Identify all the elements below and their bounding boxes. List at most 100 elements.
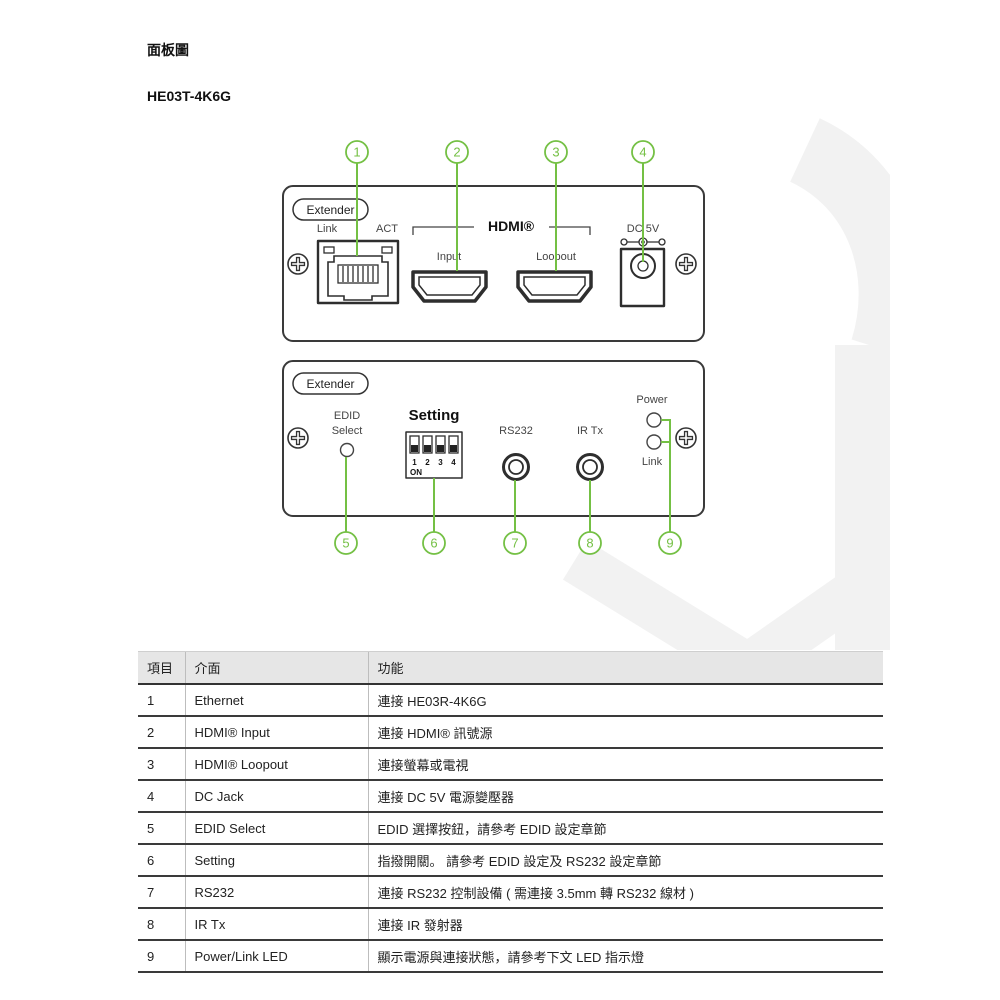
irtx-jack-icon <box>576 453 604 481</box>
callout-number: 4 <box>639 145 646 160</box>
rs232-label: RS232 <box>499 425 533 437</box>
callout-8: 8 <box>578 531 602 555</box>
dip-number: 3 <box>438 458 443 467</box>
callout-1: 1 <box>345 140 369 164</box>
callout-number: 3 <box>552 145 559 160</box>
callout-number: 1 <box>353 145 360 160</box>
cell-interface: Setting <box>184 844 368 877</box>
callout-4: 4 <box>631 140 655 164</box>
cell-function: 連接 HDMI® 訊號源 <box>367 716 883 749</box>
table-row: 8 IR Tx 連接 IR 發射器 <box>138 908 883 941</box>
extender-badge: Extender <box>292 372 369 395</box>
cell-function: 連接螢幕或電視 <box>367 748 883 781</box>
cell-interface: HDMI® Input <box>184 716 368 749</box>
cell-interface: EDID Select <box>184 812 368 845</box>
cell-interface: Ethernet <box>184 684 368 717</box>
screw-icon <box>287 253 309 275</box>
cell-interface: RS232 <box>184 876 368 909</box>
cell-no: 7 <box>138 876 185 909</box>
header-item: 項目 <box>138 651 185 685</box>
cell-no: 2 <box>138 716 185 749</box>
callout-number: 6 <box>430 536 437 551</box>
callout-number: 5 <box>342 536 349 551</box>
cell-no: 5 <box>138 812 185 845</box>
irtx-label: IR Tx <box>577 425 604 437</box>
table-row: 2 HDMI® Input 連接 HDMI® 訊號源 <box>138 716 883 749</box>
rs232-jack-icon <box>502 453 530 481</box>
table-row: 1 Ethernet 連接 HE03R-4K6G <box>138 684 883 717</box>
link-led-label: Link <box>642 456 663 468</box>
rear-panel: Extender EDID Select Setting <box>282 360 705 517</box>
edid-button-icon <box>339 442 355 458</box>
cell-function: EDID 選擇按鈕，請參考 EDID 設定章節 <box>367 812 883 845</box>
link-led-icon <box>646 434 662 450</box>
power-led-icon <box>646 412 662 428</box>
extender-badge-label: Extender <box>306 203 354 217</box>
cell-no: 9 <box>138 940 185 973</box>
dip-on-label: ON <box>410 468 422 477</box>
edid-label-line2: Select <box>332 425 363 437</box>
cell-no: 8 <box>138 908 185 941</box>
screw-icon <box>675 253 697 275</box>
hdmi-bracket: HDMI® <box>412 218 591 235</box>
watermark-logo <box>562 118 890 650</box>
dip-number: 2 <box>425 458 430 467</box>
callout-number: 9 <box>666 536 673 551</box>
callout-6: 6 <box>422 531 446 555</box>
callout-number: 7 <box>511 536 518 551</box>
callout-lines <box>345 163 671 532</box>
cell-function: 連接 DC 5V 電源變壓器 <box>367 780 883 813</box>
hdmi-input-port-icon <box>411 270 488 303</box>
setting-label: Setting <box>409 407 460 424</box>
dip-number: 1 <box>412 458 417 467</box>
table-row: 7 RS232 連接 RS232 控制設備 ( 需連接 3.5mm 轉 RS23… <box>138 876 883 909</box>
cell-interface: Power/Link LED <box>184 940 368 973</box>
extender-badge: Extender <box>292 198 369 221</box>
cell-interface: DC Jack <box>184 780 368 813</box>
power-led-label: Power <box>636 394 668 406</box>
table-header-row: 項目 介面 功能 <box>138 651 883 685</box>
screw-icon <box>675 427 697 449</box>
callout-number: 8 <box>586 536 593 551</box>
table-row: 4 DC Jack 連接 DC 5V 電源變壓器 <box>138 780 883 813</box>
ethernet-link-label: Link <box>317 223 338 235</box>
callout-2: 2 <box>445 140 469 164</box>
callout-number: 2 <box>453 145 460 160</box>
callout-5: 5 <box>334 531 358 555</box>
hdmi-input-label: Input <box>437 251 461 263</box>
cell-function: 顯示電源與連接狀態，請參考下文 LED 指示燈 <box>367 940 883 973</box>
callout-7: 7 <box>503 531 527 555</box>
callout-9: 9 <box>658 531 682 555</box>
model-name: HE03T-4K6G <box>147 88 232 104</box>
cell-no: 4 <box>138 780 185 813</box>
front-panel: Extender Link ACT <box>282 185 705 342</box>
cell-function: 連接 HE03R-4K6G <box>367 684 883 717</box>
hdmi-group-label: HDMI® <box>488 218 535 234</box>
table-row: 3 HDMI® Loopout 連接螢幕或電視 <box>138 748 883 781</box>
dip-switch-icon: 1 2 3 4 ON <box>405 431 463 479</box>
page-title: 面板圖 <box>147 42 189 58</box>
cell-no: 3 <box>138 748 185 781</box>
table-row: 9 Power/Link LED 顯示電源與連接狀態，請參考下文 LED 指示燈 <box>138 940 883 973</box>
cell-interface: HDMI® Loopout <box>184 748 368 781</box>
header-interface: 介面 <box>184 651 368 685</box>
cell-no: 6 <box>138 844 185 877</box>
table-row: 6 Setting 指撥開關。 請參考 EDID 設定及 RS232 設定章節 <box>138 844 883 877</box>
edid-label-line1: EDID <box>334 410 360 422</box>
ethernet-act-label: ACT <box>376 223 398 235</box>
dip-number: 4 <box>451 458 456 467</box>
table-row: 5 EDID Select EDID 選擇按鈕，請參考 EDID 設定章節 <box>138 812 883 845</box>
interface-table: 項目 介面 功能 1 Ethernet 連接 HE03R-4K6G 2 HDMI… <box>138 651 883 973</box>
callout-3: 3 <box>544 140 568 164</box>
cell-no: 1 <box>138 684 185 717</box>
cell-function: 連接 IR 發射器 <box>367 908 883 941</box>
cell-function: 連接 RS232 控制設備 ( 需連接 3.5mm 轉 RS232 線材 ) <box>367 876 883 909</box>
header-function: 功能 <box>367 651 883 685</box>
extender-badge-label: Extender <box>306 377 354 391</box>
hdmi-loopout-port-icon <box>516 270 593 303</box>
screw-icon <box>287 427 309 449</box>
cell-function: 指撥開關。 請參考 EDID 設定及 RS232 設定章節 <box>367 844 883 877</box>
cell-interface: IR Tx <box>184 908 368 941</box>
